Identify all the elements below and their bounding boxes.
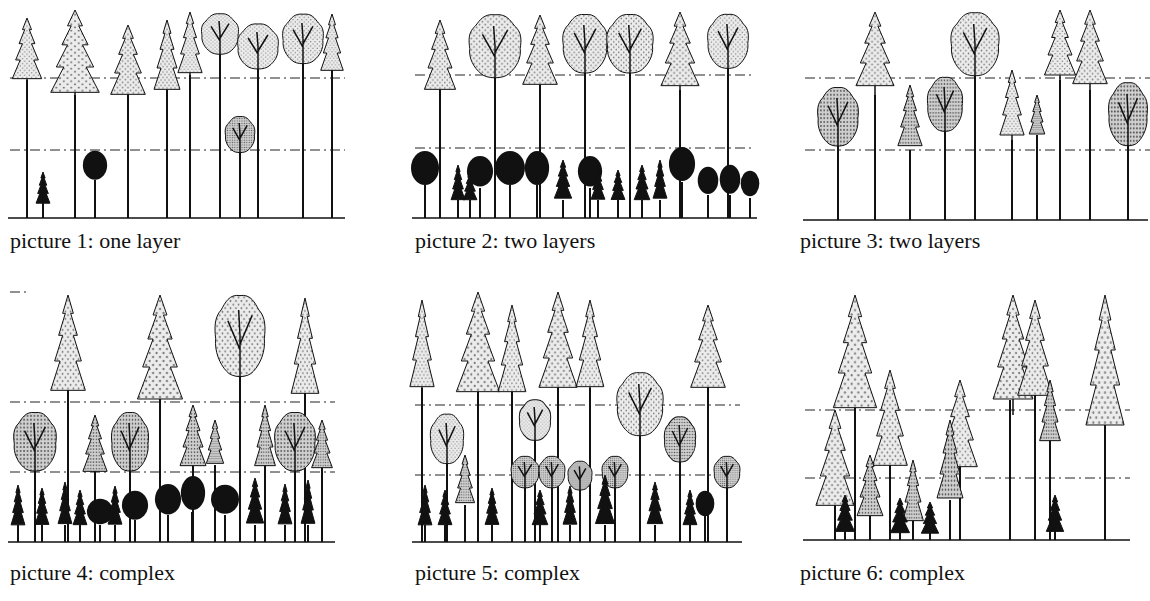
picture-caption: picture 6: complex bbox=[800, 560, 965, 586]
picture-caption: picture 1: one layer bbox=[10, 228, 180, 254]
panel-one-layer bbox=[8, 10, 345, 218]
picture-caption: picture 3: two layers bbox=[800, 228, 980, 254]
panel-complex-b bbox=[410, 292, 742, 542]
panel-complex-a bbox=[8, 292, 335, 542]
panel-two-layers-a bbox=[411, 12, 759, 218]
panel-complex-c bbox=[803, 295, 1130, 540]
picture-caption: picture 2: two layers bbox=[415, 228, 595, 254]
panel-two-layers-b bbox=[803, 10, 1150, 220]
picture-caption: picture 4: complex bbox=[10, 560, 175, 586]
picture-caption: picture 5: complex bbox=[415, 560, 580, 586]
